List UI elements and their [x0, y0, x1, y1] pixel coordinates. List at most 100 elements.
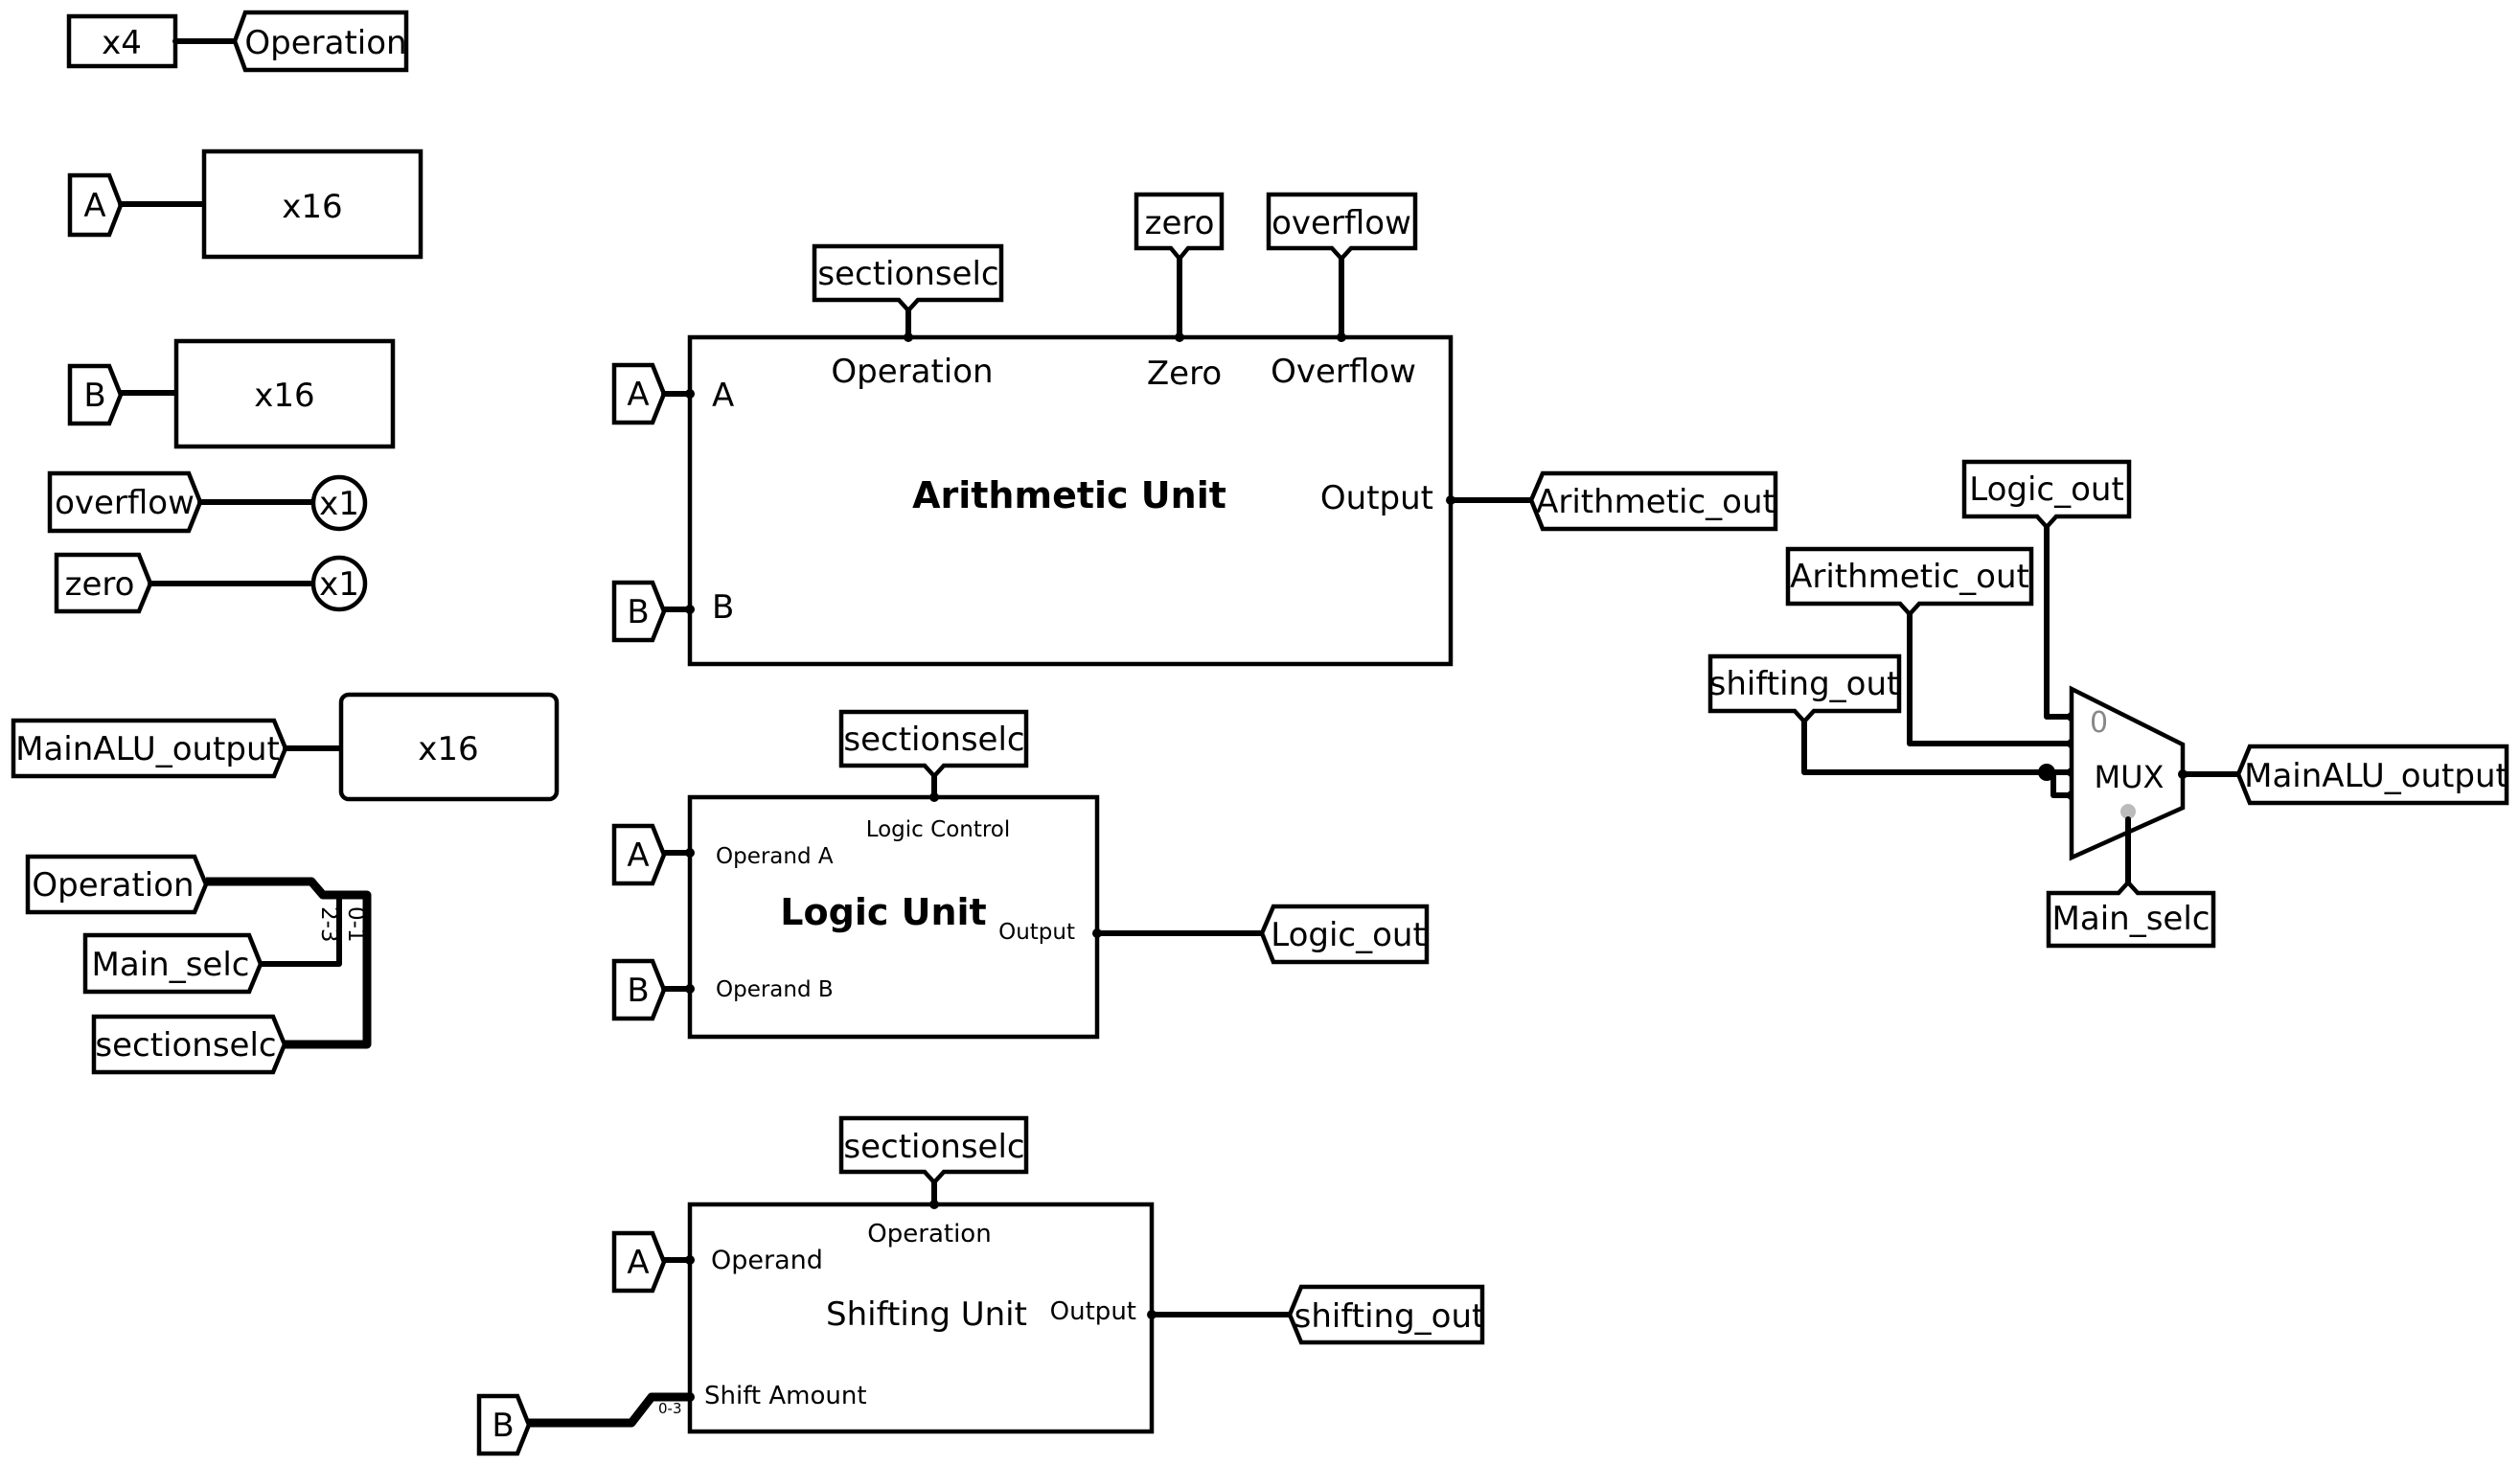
arithmetic-unit-box[interactable]: [687, 334, 1454, 667]
tunnel-main-selc-split[interactable]: [82, 932, 263, 995]
tunnel-label: zero: [1145, 204, 1215, 242]
tunnel-label: MainALU_output: [15, 730, 280, 768]
tunnel-b-shift[interactable]: [476, 1393, 532, 1456]
shifting-unit[interactable]: Shifting Unit A Operand B 0-3 Shift Amou…: [476, 1115, 1485, 1456]
tunnel-b-logic[interactable]: [611, 958, 667, 1021]
probe-overflow: [310, 474, 368, 532]
probe-label: x1: [319, 485, 359, 523]
tunnel-a-logic[interactable]: [611, 823, 667, 886]
tunnel-logic-out[interactable]: [1259, 904, 1430, 965]
probe-zero: [310, 555, 368, 612]
shifting-unit-box[interactable]: [687, 1202, 1155, 1434]
width-label: x16: [418, 730, 478, 768]
width-label-x4: x4: [102, 24, 142, 62]
mux-body[interactable]: [2069, 685, 2186, 861]
tunnel-operation-split[interactable]: [25, 854, 209, 915]
width-label: x16: [254, 377, 314, 415]
tunnel-label: A: [627, 836, 649, 875]
tunnel-label: A: [627, 376, 649, 414]
logic-unit-title: Logic Unit: [780, 891, 986, 933]
tunnel-label: MainALU_output: [2244, 757, 2509, 795]
tunnel-a-legend[interactable]: [67, 172, 124, 238]
tunnel-label: sectionselc: [843, 721, 1024, 759]
tunnel-label: overflow: [1271, 204, 1411, 242]
tunnel-mainalu-output-legend[interactable]: [11, 718, 288, 779]
tunnel-a-shift[interactable]: [611, 1230, 667, 1294]
tunnel-b-arith[interactable]: [611, 580, 667, 643]
main-mux[interactable]: Logic_out Arithmetic_out shifting_out 0 …: [1707, 459, 2509, 949]
tunnel-sectionselc-logic[interactable]: [838, 709, 1029, 780]
shift-bits-label: 0-3: [658, 1400, 682, 1417]
port-label-output: Output: [1320, 479, 1433, 517]
zero-probe-legend: zero x1: [54, 552, 368, 614]
width-box-x4: [66, 13, 178, 69]
width-box-b: [173, 338, 396, 449]
tunnel-label: Arithmetic_out: [1790, 558, 2029, 596]
port-label-zero: Zero: [1147, 355, 1222, 393]
tunnel-arithmetic-out-mux[interactable]: [1785, 546, 2034, 618]
port-label-operand-a: Operand A: [716, 844, 834, 869]
tunnel-label: Operation: [32, 866, 194, 905]
logic-unit[interactable]: Logic Unit A Operand A B Operand B secti…: [611, 709, 1430, 1040]
tunnel-label: B: [627, 593, 649, 631]
port-label-logic-control: Logic Control: [866, 817, 1011, 842]
tunnel-operation-legend[interactable]: [232, 10, 409, 73]
shifting-unit-title: Shifting Unit: [826, 1295, 1027, 1334]
splitter-bits-2-3: 2-3: [316, 906, 341, 943]
tunnel-label: Main_selc: [2052, 900, 2211, 938]
operation-width-legend: x4 Operation: [66, 10, 409, 73]
port-label-overflow: Overflow: [1271, 353, 1416, 391]
tunnel-label: zero: [65, 565, 135, 604]
output-width-legend: MainALU_output x16: [11, 692, 560, 802]
operation-splitter: Operation Main_selc sectionselc 2-3 0-1: [25, 854, 372, 1075]
port-label-b: B: [712, 588, 734, 627]
tunnel-label: sectionselc: [843, 1128, 1024, 1166]
tunnel-label: Logic_out: [1271, 916, 1426, 954]
tunnel-label: sectionselc: [95, 1026, 276, 1065]
overflow-probe-legend: overflow x1: [47, 470, 368, 534]
tunnel-label: B: [83, 377, 105, 415]
tunnel-label: Main_selc: [92, 946, 250, 984]
arithmetic-unit-title: Arithmetic Unit: [912, 474, 1226, 516]
tunnel-zero-arith[interactable]: [1134, 192, 1225, 263]
port-label-operation: Operation: [867, 1220, 991, 1248]
tunnel-sectionselc-shift[interactable]: [838, 1115, 1029, 1186]
b-width-legend: B x16: [67, 338, 396, 449]
tunnel-label: B: [492, 1407, 514, 1445]
width-label: x16: [282, 188, 342, 226]
tunnel-sectionselc-arith[interactable]: [812, 243, 1004, 314]
tunnel-label: Logic_out: [1969, 470, 2124, 509]
tunnel-logic-out-mux[interactable]: [1961, 459, 2132, 531]
a-width-legend: A x16: [67, 149, 424, 260]
port-label-operation: Operation: [831, 353, 993, 391]
tunnel-label: shifting_out: [1709, 665, 1900, 703]
port-label-output: Output: [1050, 1297, 1136, 1326]
tunnel-label: sectionselc: [817, 255, 998, 293]
tunnel-b-legend[interactable]: [67, 363, 124, 426]
tunnel-a-arith[interactable]: [611, 362, 667, 425]
tunnel-label: B: [627, 972, 649, 1010]
tunnel-label: Operation: [244, 24, 406, 62]
tunnel-zero-legend[interactable]: [54, 552, 153, 614]
port-label-shift-amount: Shift Amount: [704, 1382, 867, 1410]
tunnel-label: shifting_out: [1294, 1297, 1485, 1336]
splitter-bits-0-1: 0-1: [343, 906, 368, 943]
mux-title: MUX: [2095, 759, 2165, 795]
tunnel-label: A: [83, 187, 105, 225]
tunnel-shifting-out[interactable]: [1287, 1284, 1485, 1345]
mux-input-zero-label: 0: [2090, 706, 2108, 740]
tunnel-arithmetic-out[interactable]: [1528, 470, 1778, 532]
arithmetic-unit[interactable]: Arithmetic Unit A A B B sectionselc Oper…: [611, 192, 1778, 667]
tunnel-shifting-out-mux[interactable]: [1707, 653, 1902, 725]
tunnel-main-selc-mux[interactable]: [2046, 879, 2216, 949]
logic-unit-box[interactable]: [687, 794, 1100, 1040]
tunnel-label: overflow: [55, 484, 195, 522]
port-label-output: Output: [998, 920, 1075, 945]
port-label-operand-b: Operand B: [716, 977, 834, 1002]
tunnel-overflow-legend[interactable]: [47, 470, 203, 534]
tunnel-overflow-arith[interactable]: [1266, 192, 1418, 263]
tunnel-mainalu-output-mux[interactable]: [2235, 744, 2509, 806]
mux-select-indicator: [2120, 804, 2136, 819]
tunnel-sectionselc-split[interactable]: [91, 1014, 287, 1075]
